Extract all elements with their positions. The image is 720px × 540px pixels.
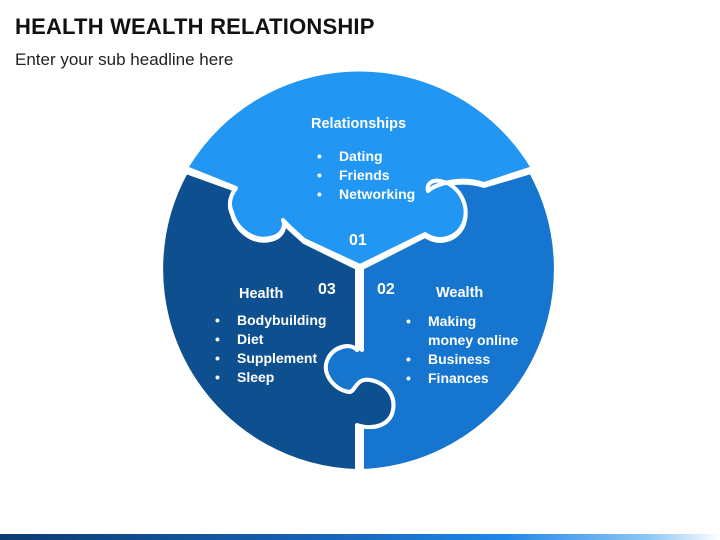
wealth-number: 02 [377,281,395,298]
list-item: Friends [317,166,415,185]
health-title: Health [239,286,284,302]
list-item: Networking [317,185,415,204]
wealth-list: Making money online Business Finances [406,312,518,388]
list-item: Making [406,312,518,331]
wealth-title: Wealth [436,285,484,301]
relationships-number: 01 [349,232,367,249]
bottom-accent-bar [0,534,720,540]
health-list: Bodybuilding Diet Supplement Sleep [215,311,326,387]
list-item-continued: money online [428,332,519,348]
list-item: Supplement [215,349,326,368]
list-item: Dating [317,147,415,166]
relationships-list: Dating Friends Networking [317,147,415,204]
page-title: HEALTH WEALTH RELATIONSHIP [15,14,375,39]
list-item: Sleep [215,368,326,387]
list-item: Diet [215,330,326,349]
list-item: Business [406,350,518,369]
list-item: money online [406,331,518,350]
list-item: Bodybuilding [215,311,326,330]
page-subtitle: Enter your sub headline here [15,50,234,69]
relationships-title: Relationships [311,116,407,132]
list-item: Finances [406,369,518,388]
health-number: 03 [318,281,336,298]
